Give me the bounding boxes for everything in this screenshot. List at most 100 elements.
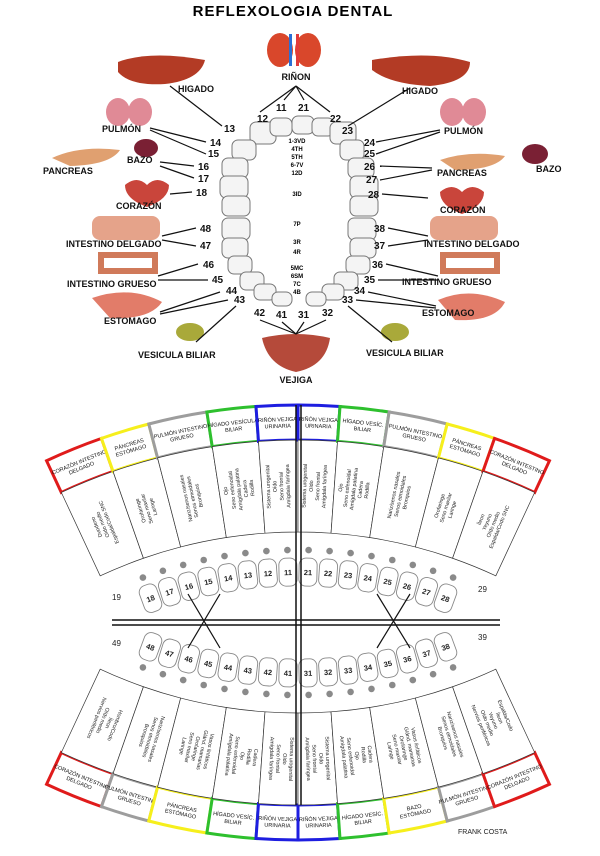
tooth-number: 35 — [364, 275, 376, 286]
large-intestine-icon — [440, 252, 500, 274]
vertebra-label: 7P — [293, 222, 300, 228]
meridian-header-label: RIÑÓN VEJIGAURINARIA — [299, 416, 339, 431]
tooth-outline — [237, 655, 259, 685]
reflex-point — [347, 549, 354, 557]
vertebra-label: 12D — [291, 171, 303, 177]
tooth-numbers: 12 11 21 22 13 23 14 24 15 25 16 26 17 2… — [196, 103, 386, 321]
lung-icon — [106, 98, 152, 126]
reflex-zone-line: Ojo — [223, 486, 230, 495]
tooth-number: 16 — [184, 581, 194, 592]
meridian-header-label: RIÑÓN VEJIGAURINARIA — [299, 815, 339, 830]
reflex-zone-line: Íleon — [476, 513, 487, 526]
meridian-header-line: GRUESO — [402, 433, 427, 444]
organ-label-estomago: ESTOMAGO — [422, 308, 474, 318]
meridian-header-label: HÍGADO VESÍC.BILIAR — [341, 810, 384, 828]
side-tooth-number: 49 — [112, 639, 121, 648]
reflex-point — [449, 574, 457, 581]
tooth-number: 13 — [224, 124, 236, 135]
meridian-header-line: HÍGADO VESÍC. — [341, 810, 383, 822]
spleen-icon — [134, 139, 158, 157]
reflex-zone-text: Sistema urogenitalOídoSeno frontalAmígda… — [304, 736, 331, 781]
tooth-outline — [337, 560, 359, 590]
heart-icon — [440, 187, 484, 214]
tooth-outline — [257, 558, 278, 588]
tooth-outline — [217, 563, 239, 593]
tooth-outline — [158, 576, 181, 607]
tooth-number: 28 — [368, 190, 380, 201]
reflex-zone-line: Amígdala palatina — [349, 468, 360, 511]
reflex-zone-line: Oído — [317, 753, 323, 765]
tooth-number: 37 — [421, 648, 432, 659]
tooth-number: 35 — [383, 659, 393, 670]
reflex-zone-line: Seno esfenoidal — [230, 736, 240, 774]
reflex-point — [347, 688, 354, 696]
tooth-number: 46 — [183, 654, 193, 665]
reflex-point — [409, 561, 417, 569]
tooth-number: 27 — [366, 175, 378, 186]
reflex-zone-line: Laringe — [177, 737, 186, 756]
tooth-outline — [357, 563, 379, 593]
meridian-header-line: RIÑÓN VEJIGA — [258, 416, 297, 424]
meridian-header-line: BAZO — [406, 804, 423, 813]
tooth-number: 24 — [364, 138, 376, 149]
reflex-zone-text: Sistema urogenitalOídoSeno frontalAmígda… — [267, 736, 294, 781]
tooth-number: 27 — [421, 587, 432, 598]
organ-label-corazon: CORAZÓN — [116, 200, 162, 211]
tooth-number: 13 — [243, 570, 252, 580]
tooth-outline — [376, 566, 399, 597]
tooth-number: 36 — [372, 260, 384, 271]
reflex-zone-text: Vasos linfáticosGlánd. mamariasOrofaring… — [175, 726, 215, 772]
tooth-number: 33 — [342, 295, 354, 306]
gallbladder-icon — [176, 323, 204, 341]
tooth-number: 48 — [200, 224, 212, 235]
organ-label-corazon: CORAZÓN — [440, 204, 486, 215]
reflex-zone-text: Sistema urogenitalOídoSeno frontalAmígda… — [302, 464, 329, 509]
tooth-number: 38 — [440, 642, 451, 653]
reflex-zone-line: Seno frontal — [279, 472, 286, 501]
tooth-outline — [318, 558, 339, 588]
organ-label-pancreas: PANCREAS — [43, 166, 93, 176]
tooth-number: 42 — [263, 668, 272, 678]
tooth-number: 36 — [402, 654, 412, 665]
reflex-zone-line: Sistema urogenital — [302, 464, 310, 508]
side-tooth-number: 29 — [478, 585, 487, 594]
vertebra-label: 4TH — [291, 147, 302, 153]
cross-arrows — [187, 593, 411, 649]
reflex-zone-text: OjoSeno esfenoidalAmígdala palatinaCader… — [221, 466, 258, 512]
reflex-point — [139, 574, 147, 581]
tooth-outline — [138, 583, 163, 613]
large-intestine-icon — [98, 252, 158, 274]
tooth-number: 23 — [342, 126, 354, 137]
tooth-number: 32 — [322, 308, 334, 319]
reflex-zone-line: Seno esfenoidal — [228, 471, 238, 509]
tooth-number: 48 — [145, 642, 156, 653]
meridian-header-label: HÍGADO VESÍC.BILIAR — [341, 417, 384, 435]
tooth-number: 37 — [374, 241, 386, 252]
organ-label-pulmon: PULMÓN — [444, 125, 483, 136]
organ-label-vesicula: VESICULA BILIAR — [138, 350, 216, 360]
reflex-point — [368, 685, 375, 693]
tooth-outline — [433, 632, 458, 662]
reflex-point — [139, 664, 147, 671]
reflex-zone-line: Bronquios — [194, 483, 205, 508]
vertebra-label: 3R — [293, 240, 301, 246]
side-tooth-number: 19 — [112, 593, 121, 602]
meridian-header-line: HÍGADO VESÍC. — [342, 417, 384, 429]
organ-label-pulmon: PULMÓN — [102, 123, 141, 134]
organ-label-vesicula: VESICULA BILIAR — [366, 348, 444, 358]
reflex-point — [200, 556, 207, 564]
tooth-number: 25 — [383, 577, 393, 588]
tooth-number: 47 — [200, 241, 212, 252]
pancreas-icon — [440, 153, 505, 170]
reflex-zone-line: Laringe — [148, 497, 159, 516]
reflex-zone-line: Rodilla — [249, 479, 257, 496]
reflex-point — [242, 688, 249, 696]
reflex-zone-line: Laringe — [447, 500, 458, 519]
reflex-zone-line: Amígdala faríngea — [321, 465, 329, 509]
reflex-point — [284, 691, 291, 699]
reflex-point — [159, 670, 167, 678]
tooth-number: 32 — [324, 668, 333, 678]
tooth-number: 14 — [210, 138, 222, 149]
